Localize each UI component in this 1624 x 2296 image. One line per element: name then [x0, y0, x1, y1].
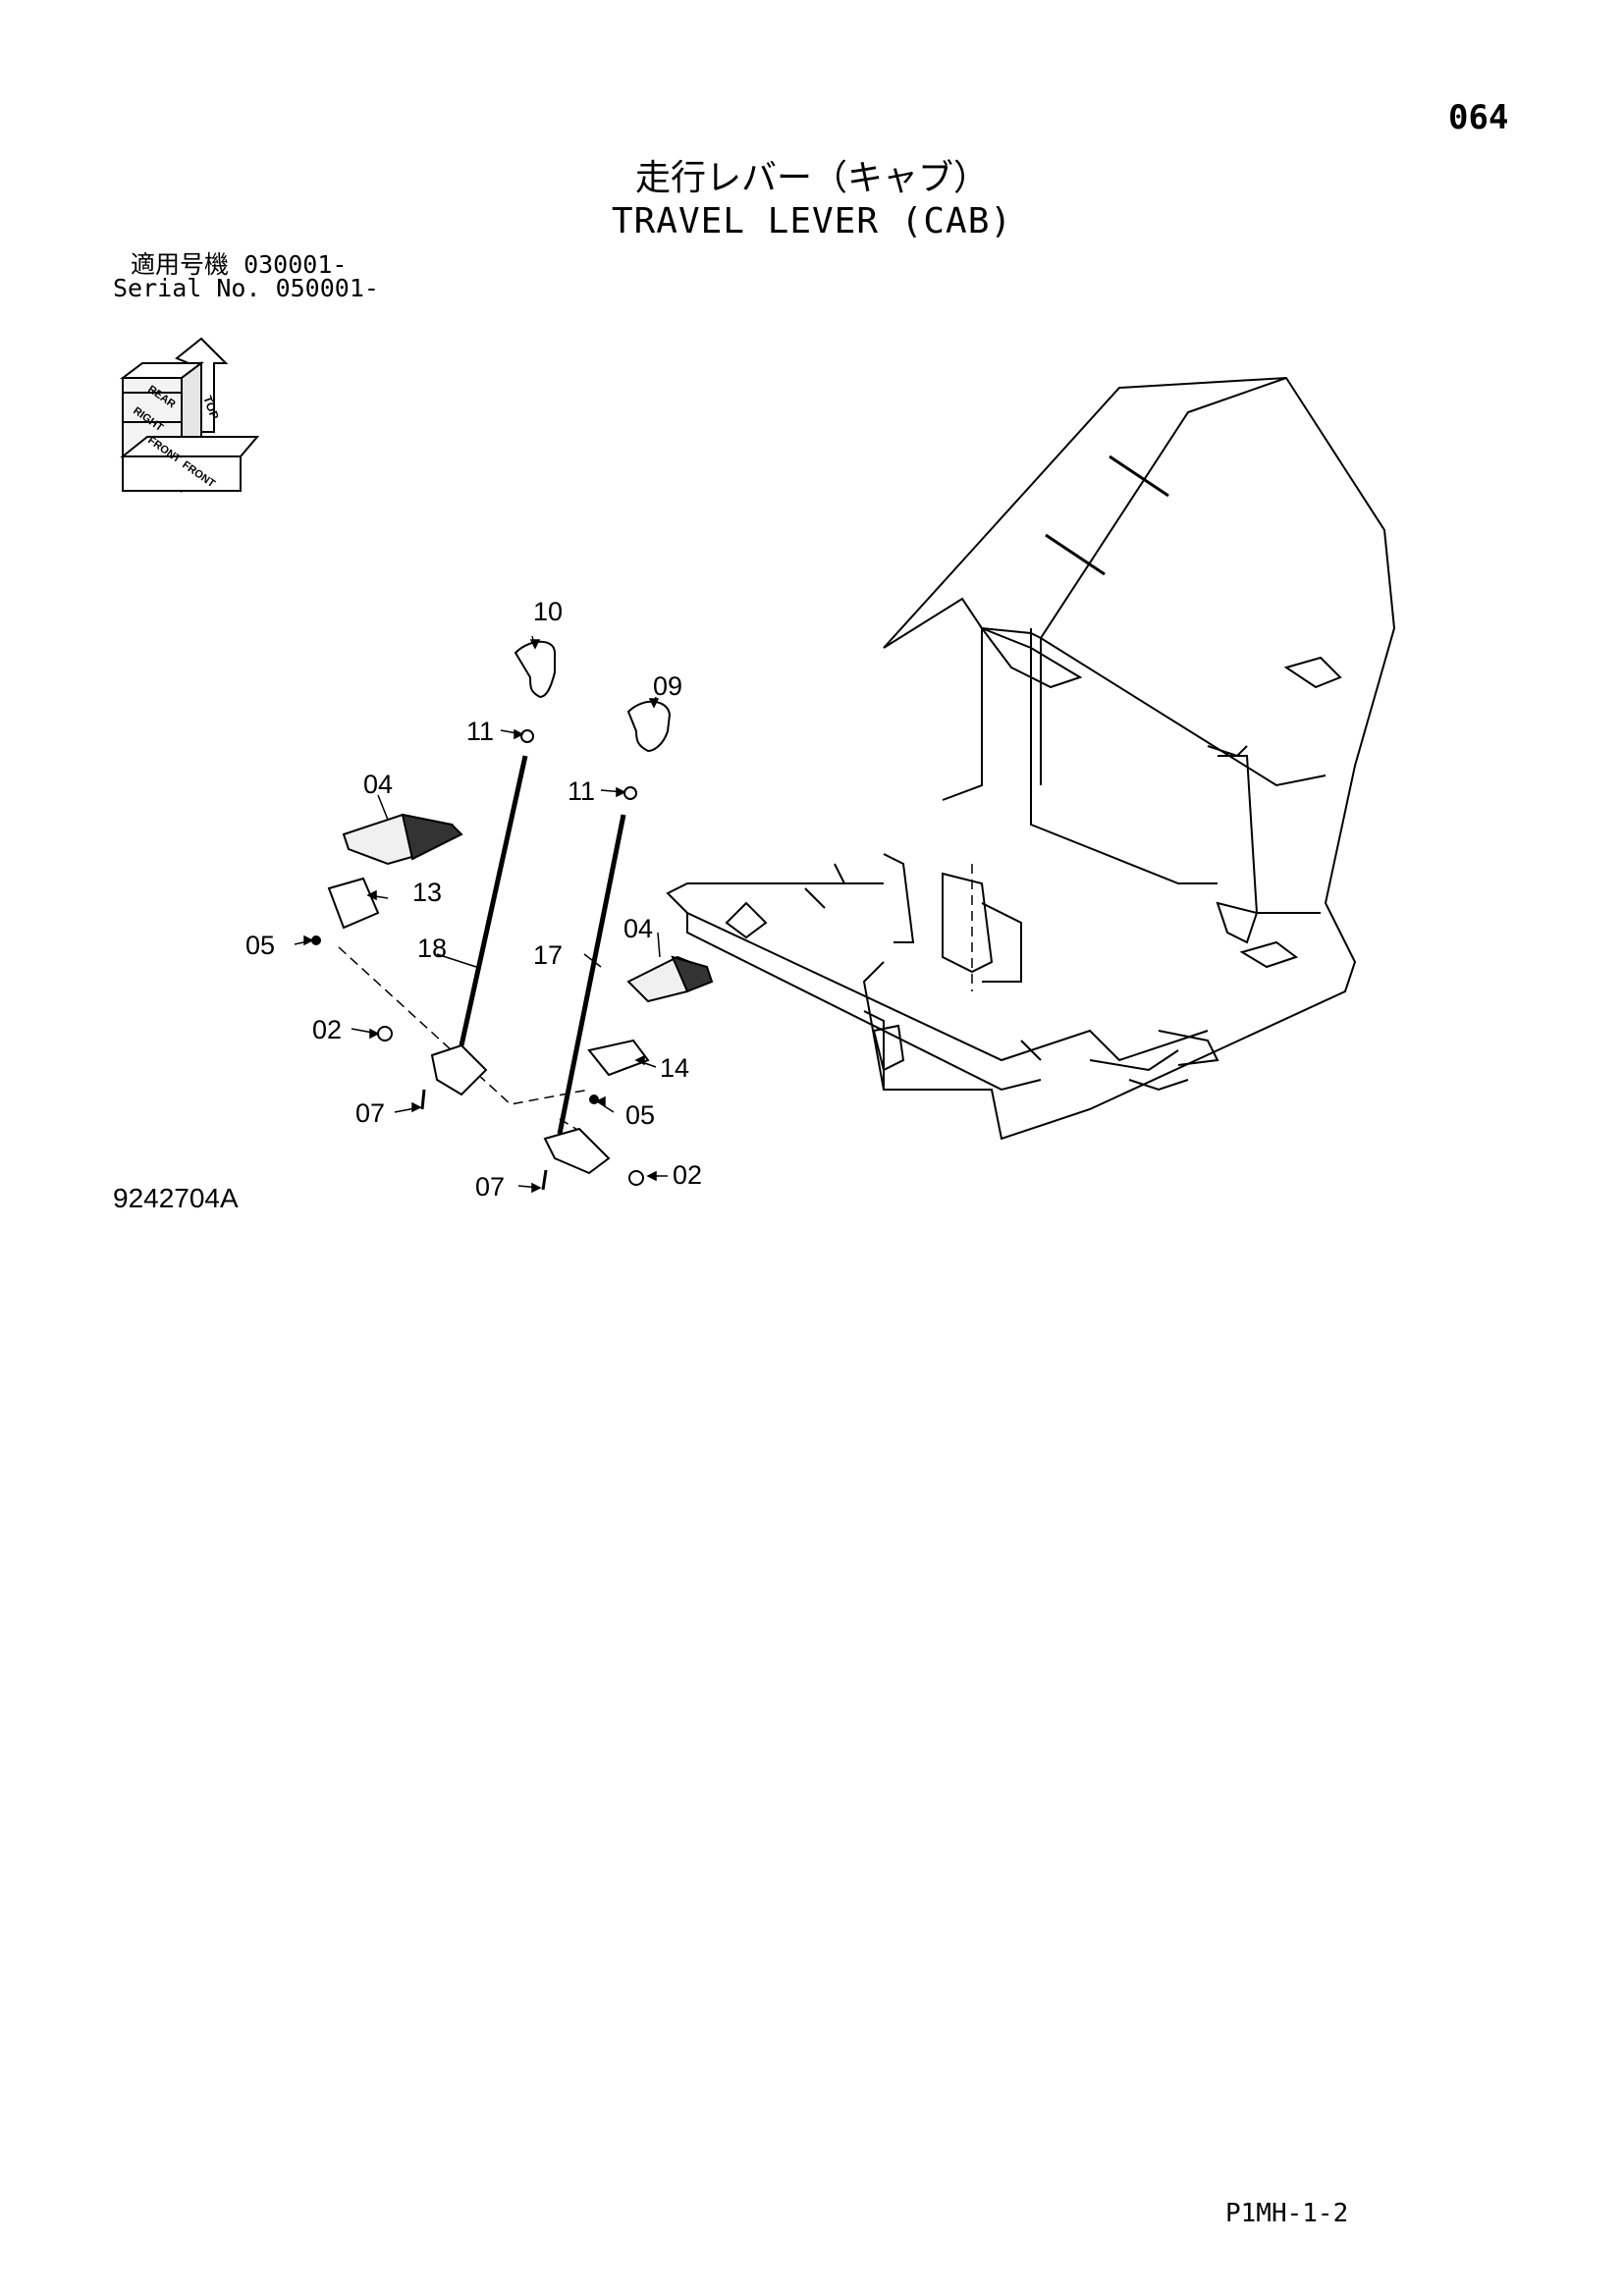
callout-07-right: 07 — [475, 1172, 505, 1201]
callout-05-right: 05 — [625, 1100, 655, 1130]
right-lever-assembly — [541, 700, 714, 1191]
page-title-english: TRAVEL LEVER (CAB) — [611, 201, 1013, 241]
callout-04-right: 04 — [623, 914, 653, 943]
callout-02-left: 02 — [312, 1015, 342, 1044]
callout-13: 13 — [412, 878, 442, 907]
callout-11-right: 11 — [568, 776, 595, 806]
footer-code: P1MH-1-2 — [1225, 2199, 1349, 2228]
callout-18: 18 — [417, 934, 447, 963]
serial-value-english: 050001- — [275, 274, 379, 302]
left-lever-assembly — [311, 640, 556, 1110]
callout-11-left: 11 — [466, 717, 494, 746]
callout-04-left: 04 — [363, 770, 393, 799]
page-number: 064 — [1448, 98, 1509, 137]
cab-floor-frame — [666, 376, 1396, 1141]
drawing-number: 9242704A — [113, 1183, 239, 1213]
leader-lines — [294, 635, 668, 1194]
orientation-arrows-icon: TOP REAR RIGHT FRONT FRONT — [120, 337, 260, 493]
callout-09: 09 — [653, 671, 682, 701]
serial-value-japanese: 030001- — [244, 250, 348, 279]
page-title-japanese: 走行レバー（キャブ） — [634, 158, 989, 198]
callout-05-left: 05 — [245, 931, 275, 960]
serial-label-japanese: 適用号機 — [131, 250, 230, 279]
callout-labels: 10 09 11 11 04 04 13 05 05 18 17 02 02 0… — [245, 597, 702, 1201]
callout-17: 17 — [533, 940, 563, 970]
callout-02-right: 02 — [673, 1160, 702, 1190]
serial-range: 適用号機 030001- Serial No. 050001- — [113, 250, 379, 302]
callout-07-left: 07 — [355, 1098, 385, 1128]
serial-label-english: Serial No. — [113, 274, 261, 302]
callout-14: 14 — [660, 1053, 689, 1083]
callout-10: 10 — [533, 597, 563, 626]
